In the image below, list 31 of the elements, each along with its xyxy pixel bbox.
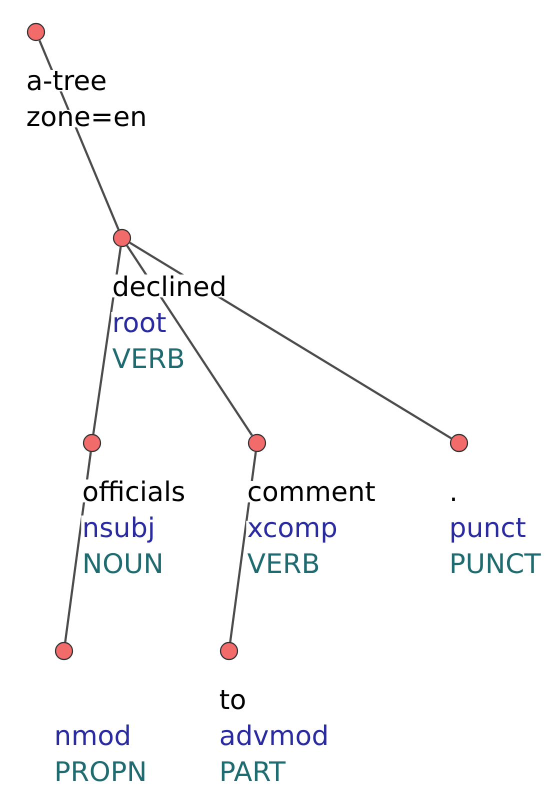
tree-edge <box>126 245 253 436</box>
node-label: advmod <box>218 724 330 746</box>
tree-node-dot <box>54 642 74 660</box>
node-label: nmod <box>53 724 132 746</box>
tree-edge <box>92 246 122 434</box>
node-label: . <box>448 496 459 502</box>
node-label: root <box>111 312 168 334</box>
node-label: comment <box>246 481 376 502</box>
tree-edge <box>64 452 92 642</box>
node-label: VERB <box>246 552 322 574</box>
tree-node-dot <box>82 434 102 452</box>
node-label: PROPN <box>53 760 148 782</box>
node-label: officials <box>81 480 186 502</box>
node-label: zone=en <box>25 110 148 128</box>
node-label: VERB <box>111 347 186 369</box>
node-label: PART <box>218 760 287 782</box>
tree-edge <box>229 452 257 642</box>
tree-node-dot <box>26 22 46 42</box>
tree-node-dot <box>112 228 132 248</box>
node-label: PUNCT <box>448 552 542 574</box>
tree-node-dot <box>450 434 468 452</box>
tree-node-dot <box>248 434 266 452</box>
node-label: nsubj <box>81 516 156 544</box>
node-label: to <box>218 689 248 710</box>
node-label: NOUN <box>81 552 165 574</box>
node-label: a-tree <box>25 70 108 92</box>
tree-edge <box>129 242 452 440</box>
node-label: xcomp <box>246 520 338 544</box>
node-label: punct <box>448 517 527 544</box>
node-label: declined <box>111 274 228 298</box>
tree-node-dot <box>220 642 238 660</box>
